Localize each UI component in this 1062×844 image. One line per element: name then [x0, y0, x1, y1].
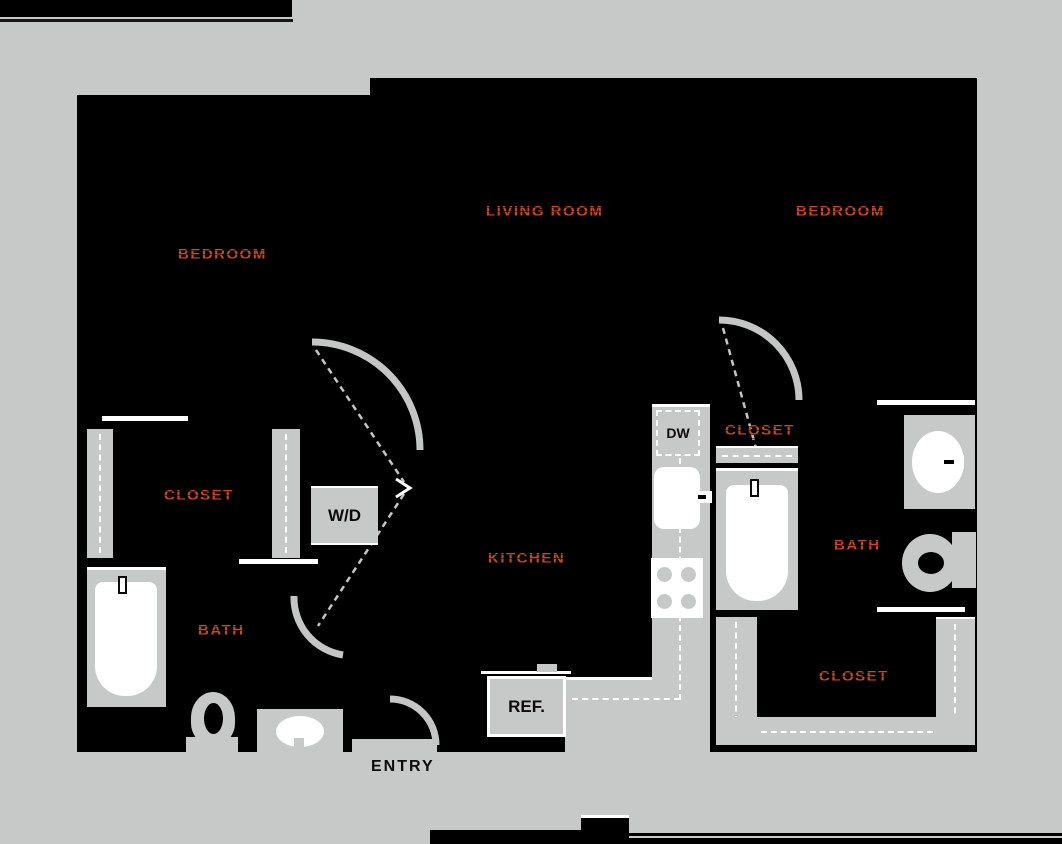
- refrigerator-unit: REF.: [487, 676, 566, 737]
- sink-faucet-slot: [944, 460, 954, 464]
- entry-door-opening: [352, 739, 437, 752]
- top-crop-bar: [0, 0, 292, 17]
- room-label-bedroom-left: BEDROOM: [177, 246, 268, 263]
- bottom-step-highlight: [581, 815, 629, 818]
- kitchen-counter-horizontal: [565, 677, 652, 752]
- shelf-centerline: [761, 731, 933, 733]
- room-label-kitchen: KITCHEN: [486, 550, 567, 567]
- bottom-crop-bar: [430, 830, 629, 844]
- burner-icon: [657, 567, 672, 582]
- toilet-left-bowl: [191, 692, 235, 744]
- room-label-bedroom-right: BEDROOM: [795, 203, 886, 220]
- room-label-bath-right: BATH: [833, 537, 882, 554]
- closet-left-opening-line: [239, 559, 318, 564]
- shelf-centerline: [735, 622, 737, 722]
- bathtub-basin: [726, 485, 788, 601]
- room-label-closet-right-lower: CLOSET: [818, 668, 890, 685]
- sink-vanity-right: [904, 415, 975, 509]
- closet-upper-shelf: [716, 446, 798, 463]
- bottom-rule-line: [629, 833, 1062, 836]
- bathtub-faucet-icon: [750, 479, 759, 497]
- ref-handle: [537, 664, 557, 672]
- bathtub-faucet-icon: [118, 576, 127, 594]
- counter-centerline-horizontal: [572, 698, 680, 700]
- burner-icon: [657, 594, 672, 609]
- toilet-left-tank: [186, 737, 238, 753]
- bottom-crop-strip: [629, 838, 1062, 844]
- room-label-bath-left: BATH: [197, 622, 246, 639]
- top-rule-line: [0, 19, 293, 22]
- bathtub-right: [716, 468, 798, 610]
- room-label-living-room: LIVING ROOM: [484, 203, 605, 220]
- room-label-closet-left: CLOSET: [163, 487, 235, 504]
- burner-icon: [681, 567, 696, 582]
- bathtub-basin: [95, 582, 157, 696]
- sink-faucet-icon: [294, 738, 304, 753]
- stove-range: [651, 558, 703, 618]
- ref-counter-line: [481, 671, 571, 674]
- washer-dryer-unit: W/D: [311, 486, 378, 545]
- shelf-centerline: [99, 434, 101, 553]
- toilet-right-bowl-hole: [918, 552, 944, 574]
- room-label-closet-right-upper: CLOSET: [724, 422, 796, 439]
- entry-label: ENTRY: [371, 758, 435, 775]
- shelf-centerline: [954, 624, 956, 724]
- shelf-centerline: [285, 434, 287, 553]
- sink-faucet-icon: [944, 455, 964, 469]
- closet-left-shelf-west: [87, 429, 113, 558]
- toilet-right-bowl: [902, 534, 958, 592]
- sink-vanity-left: [257, 709, 343, 754]
- closet-left-shelf-east: [272, 429, 300, 558]
- toilet-left-bowl-hole: [204, 703, 223, 734]
- kitchen-sink: [654, 467, 700, 529]
- kitchen-sink-faucet-slot: [698, 495, 706, 499]
- bath-right-opening-line-bottom: [877, 607, 965, 612]
- bath-right-opening-line-top: [877, 400, 975, 405]
- burner-icon: [681, 594, 696, 609]
- bathtub-left: [87, 567, 166, 707]
- dishwasher-unit: DW: [656, 410, 700, 456]
- closet-lower-shelf-south: [716, 717, 975, 745]
- shelf-centerline: [722, 455, 792, 457]
- closet-left-rod-line: [102, 416, 188, 421]
